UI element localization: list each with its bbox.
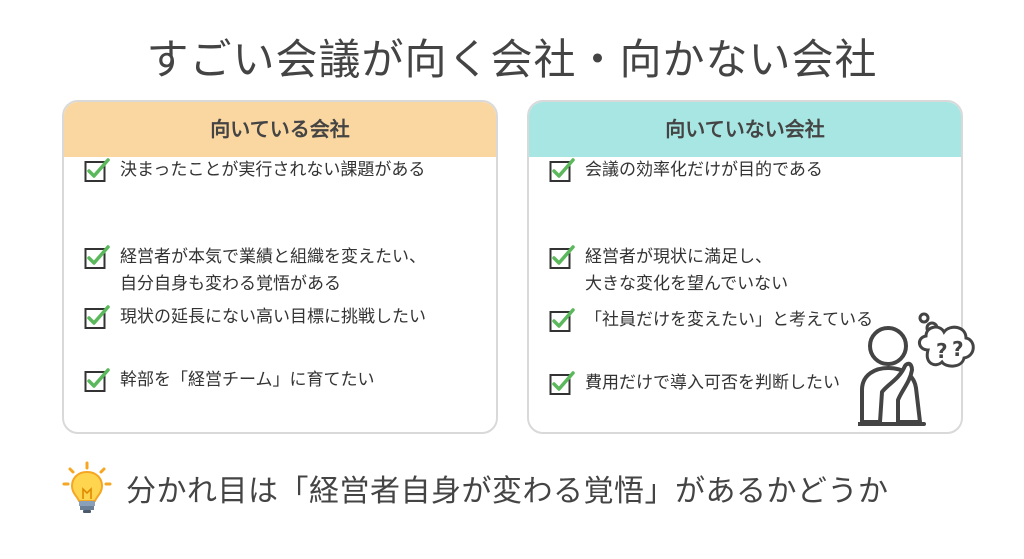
svg-text:?: ? — [952, 337, 964, 361]
item-text: 幹部を「経営チーム」に育てたい — [120, 370, 375, 390]
check-icon — [549, 158, 575, 182]
svg-text:?: ? — [936, 339, 948, 363]
conclusion-row: 分かれ目は「経営者自身が変わる覚悟」があるかどうか — [62, 461, 889, 514]
list-item: 経営者が本気で業績と組織を変えたい、 自分自身も変わる覚悟がある — [84, 244, 486, 298]
check-icon — [549, 308, 575, 332]
check-icon — [84, 245, 110, 269]
list-item: 幹部を「経営チーム」に育てたい — [84, 367, 486, 394]
thinking-person-icon: ? ? — [858, 312, 975, 426]
item-text: 現状の延長にない高い目標に挑戦したい — [120, 307, 426, 327]
list-item: 会議の効率化だけが目的である — [549, 157, 951, 184]
item-text: 「社員だけを変えたい」と考えている — [585, 310, 874, 330]
suitable-card: 向いている会社 経営者が本気で業績と組織を変えたい、 自分自身も変わる覚悟がある… — [62, 100, 498, 434]
item-text: 費用だけで導入可否を判断したい — [585, 373, 840, 393]
check-icon — [549, 245, 575, 269]
list-item: 「社員だけを変えたい」と考えている — [549, 307, 951, 334]
item-text: 決まったことが実行されない課題がある — [120, 160, 426, 180]
list-item: 費用だけで導入可否を判断したい — [549, 370, 951, 397]
check-icon — [84, 158, 110, 182]
check-icon — [84, 368, 110, 392]
item-text: 会議の効率化だけが目的である — [585, 160, 823, 180]
suitable-card-header: 向いている会社 — [64, 102, 496, 157]
page-title: すごい会議が向く会社・向かない会社 — [146, 35, 878, 84]
unsuitable-card-header: 向いていない会社 — [529, 102, 961, 157]
check-icon — [549, 371, 575, 395]
unsuitable-card: 向いていない会社 経営者が現状に満足し、 大きな変化を望んでいない 「社員だけを… — [527, 100, 963, 434]
list-item: 経営者が現状に満足し、 大きな変化を望んでいない — [549, 244, 951, 298]
lightbulb-icon — [62, 461, 112, 513]
list-item: 現状の延長にない高い目標に挑戦したい — [84, 304, 486, 331]
check-icon — [84, 305, 110, 329]
item-text: 経営者が現状に満足し、 大きな変化を望んでいない — [585, 247, 789, 294]
conclusion-text: 分かれ目は「経営者自身が変わる覚悟」があるかどうか — [126, 474, 889, 509]
list-item: 決まったことが実行されない課題がある — [84, 157, 486, 184]
item-text: 経営者が本気で業績と組織を変えたい、 自分自身も変わる覚悟がある — [120, 247, 426, 294]
